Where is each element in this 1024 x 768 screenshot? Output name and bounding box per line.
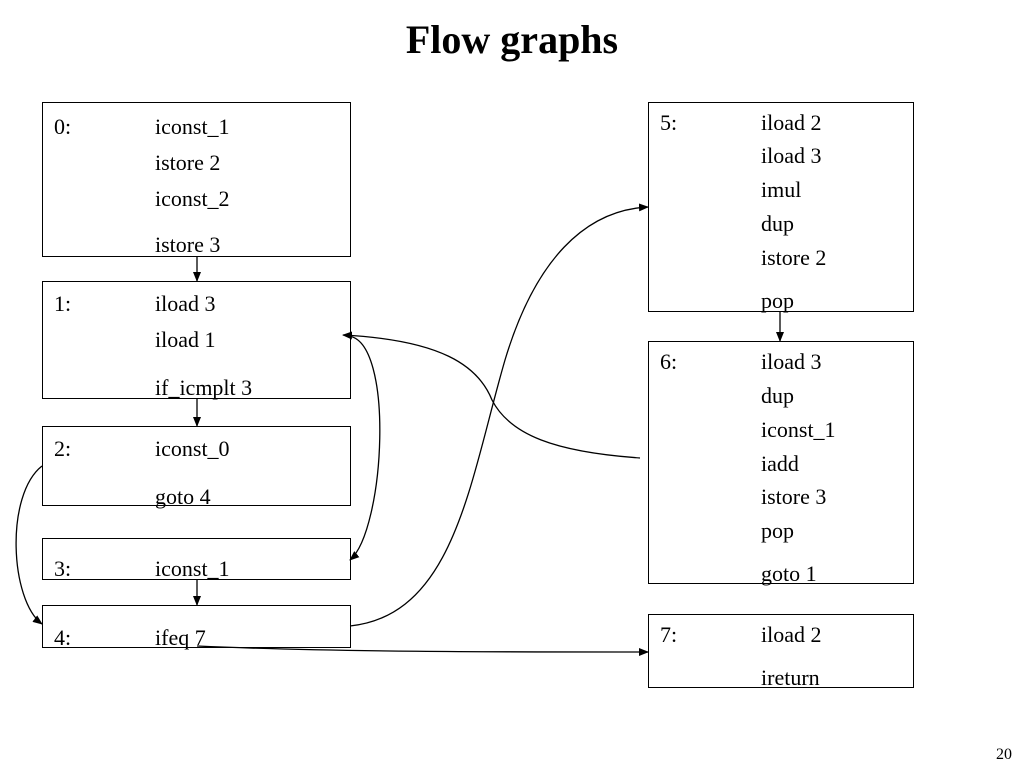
page-number: 20 [996,746,1012,763]
edge-4-to-5 [349,203,649,627]
edge-2-to-4 [15,465,43,625]
instruction: iadd [761,451,799,476]
basic-block-7: 7: iload 2 ireturn [648,614,914,690]
instruction: iload 2 [761,110,822,135]
instruction: dup [761,211,794,236]
instruction: iconst_0 [155,436,230,461]
instruction: iload 3 [761,143,822,168]
basic-block-5: 5: iload 2 iload 3 imul dup istore 2 pop [648,102,914,313]
instruction: goto 4 [155,484,211,509]
instruction: pop [761,288,794,313]
instruction: istore 2 [761,245,827,270]
edge-1-to-3 [347,335,381,561]
instruction: imul [761,177,802,202]
edge-6-to-1 [342,331,641,459]
instruction: iconst_2 [155,186,230,211]
basic-block-4: 4: ifeq 7 [42,605,351,650]
instruction: if_icmplt 3 [155,375,253,400]
instruction: iconst_1 [761,417,836,442]
slide-title: Flow graphs [405,17,619,62]
basic-block-1: 1: iload 3 iload 1 if_icmplt 3 [42,281,351,400]
instruction: iconst_1 [155,556,230,581]
instruction: ifeq 7 [155,625,206,650]
instruction: goto 1 [761,561,817,586]
instruction: iload 2 [761,622,822,647]
instruction: iload 3 [761,349,822,374]
block-label: 6: [660,349,678,374]
instruction: iload 3 [155,291,216,316]
block-label: 0: [54,114,72,139]
block-label: 7: [660,622,678,647]
block-label: 4: [54,625,72,650]
instruction: dup [761,383,794,408]
block-label: 2: [54,436,72,461]
instruction: istore 3 [761,484,827,509]
instruction: istore 3 [155,232,221,257]
basic-block-6: 6: iload 3 dup iconst_1 iadd istore 3 po… [648,341,914,586]
instruction: ireturn [761,665,820,690]
basic-block-0: 0: iconst_1 istore 2 iconst_2 istore 3 [42,102,351,257]
instruction: iconst_1 [155,114,230,139]
instruction: istore 2 [155,150,221,175]
basic-block-2: 2: iconst_0 goto 4 [42,426,351,509]
instruction: iload 1 [155,327,216,352]
edge-4-to-7 [196,645,649,656]
basic-block-3: 3: iconst_1 [42,538,351,581]
block-label: 5: [660,110,678,135]
instruction: pop [761,518,794,543]
block-label: 3: [54,556,72,581]
block-label: 1: [54,291,72,316]
